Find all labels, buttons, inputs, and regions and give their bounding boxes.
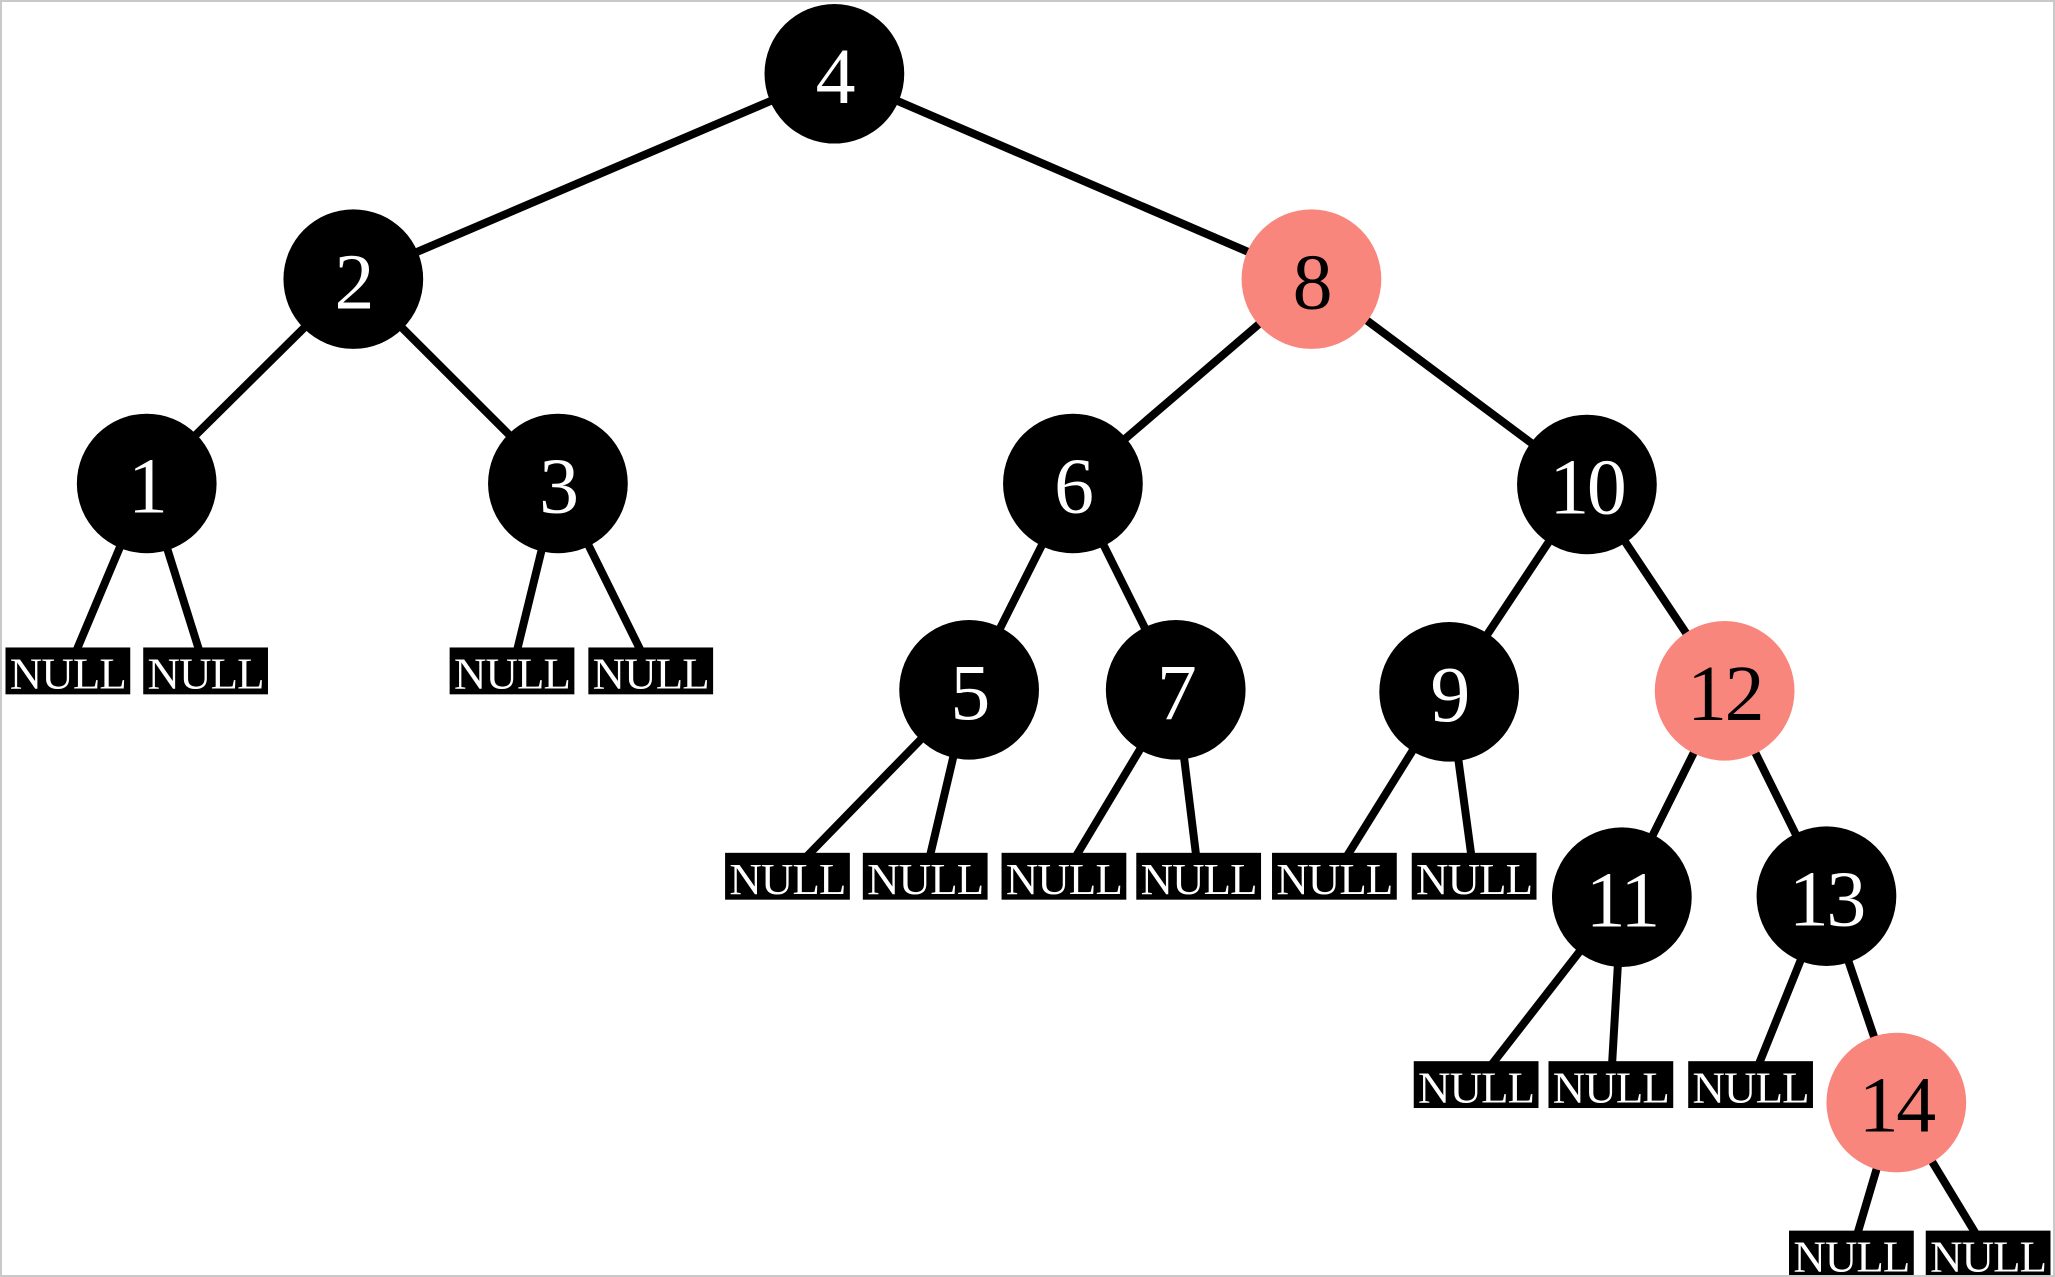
black-node-circle [764, 3, 905, 144]
node-value-label: 6 [1054, 443, 1092, 531]
null-leaf-label: NULL [1141, 854, 1257, 904]
tree-node-13: 13 [1756, 826, 1897, 966]
node-value-label: 4 [816, 33, 855, 121]
node-value-label: 10 [1549, 444, 1624, 532]
tree-node-8: 8 [1241, 209, 1382, 349]
node-value-label: 8 [1293, 238, 1331, 326]
tree-node-12: 12 [1654, 621, 1795, 761]
node-value-label: 1 [128, 443, 166, 531]
black-node-circle [76, 413, 217, 554]
null-leaf-box [588, 647, 714, 695]
null-leaf-box [1001, 852, 1127, 900]
node-value-label: 2 [335, 238, 373, 326]
null-leaf-label: NULL [1418, 1062, 1534, 1112]
null-leaf-box [143, 647, 268, 695]
black-node-circle [899, 620, 1039, 760]
null-leaf-box [1272, 852, 1397, 900]
tree-node-7: 7 [1105, 620, 1246, 760]
null-leaf-box [1688, 1061, 1813, 1109]
null-leaf-box [1411, 852, 1537, 900]
black-node-circle [1105, 620, 1246, 760]
null-leaf: NULL [862, 852, 988, 904]
null-leaf-box [862, 852, 988, 900]
null-leaf: NULL [449, 647, 575, 699]
tree-node-10: 10 [1517, 414, 1657, 555]
null-leaf: NULL [1136, 852, 1262, 904]
null-leaf-label: NULL [1930, 1232, 2046, 1275]
node-value-label: 9 [1430, 651, 1468, 739]
null-leaf-box [5, 647, 131, 695]
black-node-circle [1551, 827, 1692, 967]
node-value-label: 3 [539, 443, 577, 531]
black-node-circle [1379, 622, 1520, 762]
tree-node-6: 6 [1003, 413, 1143, 554]
tree-edge-n4-n8 [832, 70, 1314, 283]
null-leaf: NULL [1789, 1230, 1914, 1275]
null-leaf: NULL [725, 852, 850, 904]
tree-node-3: 3 [488, 413, 628, 554]
null-leaf: NULL [143, 647, 268, 699]
null-leaf: NULL [1001, 852, 1127, 904]
null-leaf-label: NULL [729, 854, 845, 904]
tree-node-11: 11 [1551, 827, 1692, 967]
null-leaf: NULL [1411, 852, 1537, 904]
node-value-label: 14 [1859, 1062, 1936, 1150]
null-leaf-label: NULL [1416, 854, 1532, 904]
node-value-label: 12 [1687, 650, 1762, 738]
null-leaf: NULL [1925, 1230, 2051, 1275]
null-leaf-box [1925, 1230, 2051, 1275]
node-value-label: 7 [1157, 649, 1195, 737]
node-value-label: 5 [950, 649, 988, 737]
null-leaf-label: NULL [1793, 1232, 1909, 1275]
null-leaf-box [1136, 852, 1262, 900]
tree-node-9: 9 [1379, 622, 1520, 762]
null-leaf-label: NULL [454, 649, 570, 699]
null-leaf-box [1548, 1061, 1674, 1109]
tree-edge-n4-n2 [351, 70, 836, 283]
null-leaf-label: NULL [593, 649, 709, 699]
null-leaf-label: NULL [1553, 1062, 1669, 1112]
tree-node-2: 2 [283, 209, 424, 349]
null-leaf-box [449, 647, 575, 695]
black-node-circle [1003, 413, 1143, 554]
node-value-label: 13 [1789, 855, 1864, 943]
null-leaf: NULL [1272, 852, 1397, 904]
node-value-label: 11 [1586, 856, 1658, 944]
tree-node-4: 4 [764, 3, 905, 144]
red-node-circle [1654, 621, 1795, 761]
black-node-circle [488, 413, 628, 554]
black-node-circle [283, 209, 424, 349]
null-leaf: NULL [1548, 1061, 1674, 1112]
null-leaf-box [1789, 1230, 1914, 1275]
null-leaf-label: NULL [867, 854, 983, 904]
null-leaf: NULL [1413, 1061, 1539, 1112]
red-node-circle [1826, 1032, 1967, 1173]
tree-node-1: 1 [76, 413, 217, 554]
null-leaf: NULL [588, 647, 714, 699]
red-node-circle [1241, 209, 1382, 349]
null-leaf-box [1413, 1061, 1539, 1109]
tree-node-14: 14 [1826, 1032, 1967, 1173]
null-leaf-label: NULL [148, 649, 264, 699]
black-node-circle [1756, 826, 1897, 966]
null-leaf-label: NULL [10, 649, 126, 699]
null-leaf-box [725, 852, 850, 900]
null-leaf: NULL [1688, 1061, 1813, 1112]
null-leaf: NULL [5, 647, 131, 699]
null-leaf-label: NULL [1693, 1062, 1809, 1112]
tree-node-5: 5 [899, 620, 1039, 760]
null-leaf-label: NULL [1006, 854, 1122, 904]
null-leaf-label: NULL [1276, 854, 1392, 904]
black-node-circle [1517, 414, 1657, 555]
